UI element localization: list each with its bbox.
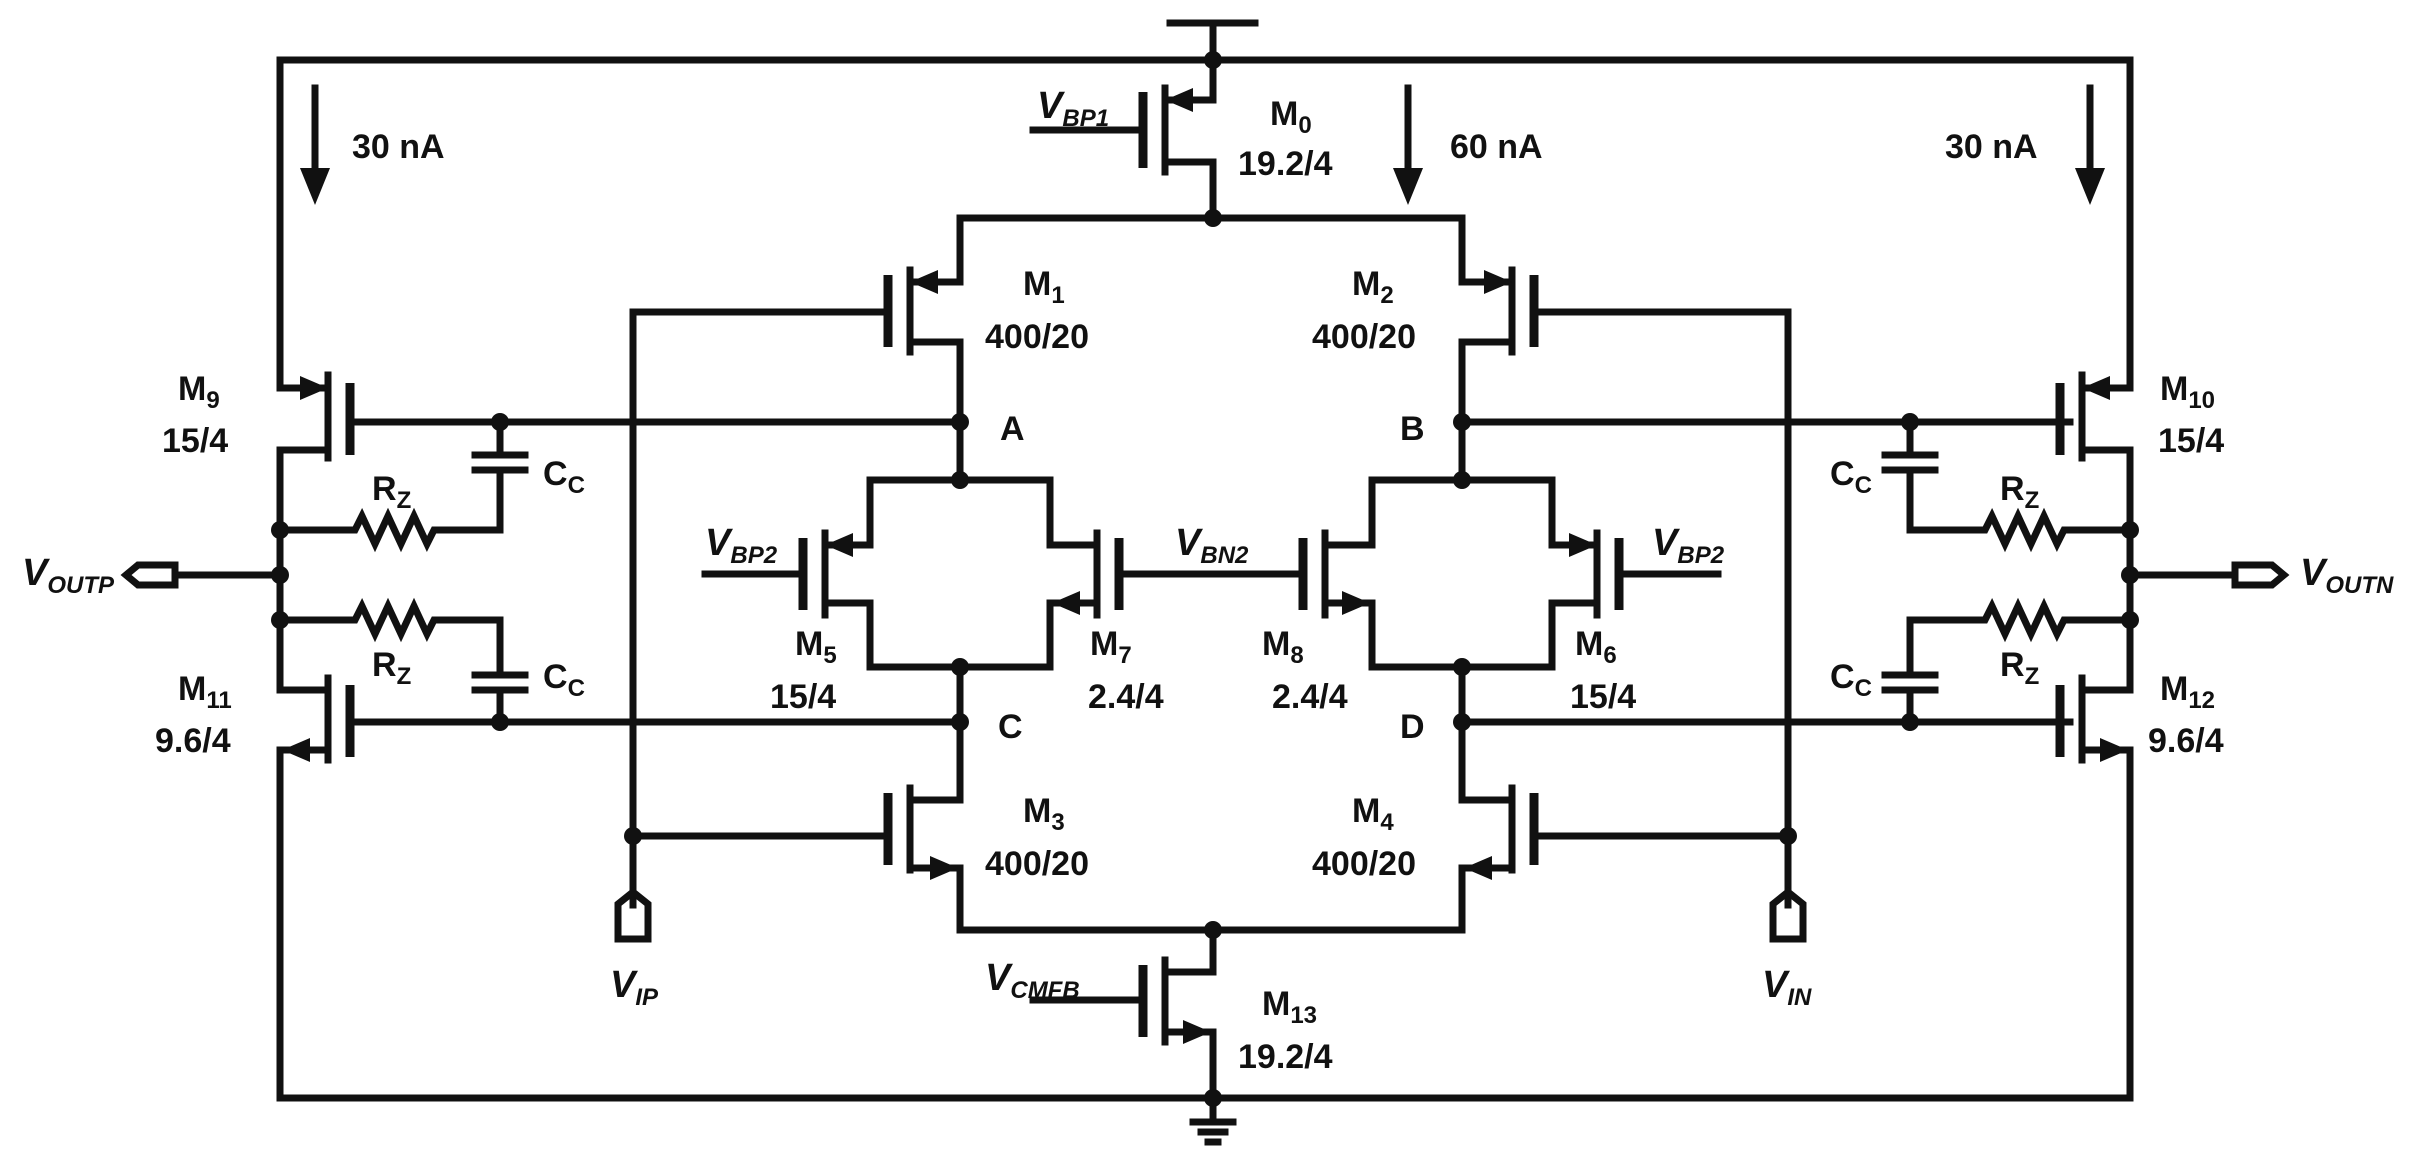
m3-label: M3	[1023, 792, 1065, 836]
current-center: 60 nA	[1450, 128, 1543, 166]
cc-top-right	[1881, 418, 1939, 534]
m12-label: M12	[2160, 670, 2215, 714]
voutp-port	[120, 561, 179, 589]
m3-size: 400/20	[985, 845, 1089, 883]
current-arrow-left	[300, 84, 330, 205]
rz-top-left-label: RZ	[372, 470, 411, 514]
m12-size: 9.6/4	[2148, 722, 2224, 760]
current-left: 30 nA	[352, 128, 445, 166]
cc-bottom-right	[1881, 616, 1939, 726]
cc-bottom-left-label: CC	[543, 658, 585, 702]
transistor-m12	[2055, 674, 2134, 764]
rz-bottom-left	[276, 597, 504, 643]
voutp-label: VOUTP	[22, 552, 115, 599]
vbn2-label: VBN2	[1175, 522, 1249, 569]
node-b-label: B	[1400, 410, 1425, 448]
m0-size: 19.2/4	[1238, 145, 1333, 183]
cc-bottom-left	[471, 616, 529, 726]
transistor-m1	[883, 254, 964, 426]
node-c-label: C	[998, 708, 1023, 746]
voutn-label: VOUTN	[2300, 552, 2394, 599]
rz-top-right-label: RZ	[2000, 470, 2039, 514]
transistor-m2	[1458, 254, 1539, 426]
vin-label: VIN	[1762, 964, 1812, 1011]
ground-rail	[276, 746, 2134, 1146]
rz-top-right	[1906, 507, 2134, 553]
transistor-m3	[629, 784, 964, 934]
vcmfb-label: VCMFB	[985, 957, 1080, 1004]
m13-size: 19.2/4	[1238, 1038, 1333, 1076]
voutn-port	[2231, 561, 2290, 589]
m5-label: M5	[795, 625, 837, 669]
m13-label: M13	[1262, 985, 1317, 1029]
current-arrow-right	[2075, 84, 2105, 205]
cc-top-right-label: CC	[1830, 455, 1872, 499]
rz-bottom-left-label: RZ	[372, 646, 411, 690]
transistor-m13	[1029, 926, 1217, 1102]
m1-size: 400/20	[985, 318, 1089, 356]
rz-bottom-right-label: RZ	[2000, 646, 2039, 690]
m9-size: 15/4	[162, 422, 228, 460]
vbp1-label: VBP1	[1037, 85, 1109, 132]
transistor-m10	[2055, 254, 2134, 694]
m4-label: M4	[1352, 792, 1394, 836]
m11-label: M11	[178, 670, 232, 714]
m2-label: M2	[1352, 265, 1394, 309]
m6-label: M6	[1575, 625, 1617, 669]
transistor-m11	[276, 674, 355, 764]
vip-label: VIP	[610, 964, 659, 1011]
cc-bottom-right-label: CC	[1830, 658, 1872, 702]
vin-port	[1769, 887, 1807, 943]
m11-size: 9.6/4	[155, 722, 231, 760]
vbp2-left-label: VBP2	[705, 522, 778, 569]
m5-size: 15/4	[770, 678, 836, 716]
m0-label: M0	[1270, 95, 1312, 139]
transistor-m6	[1548, 529, 1722, 671]
node-d-label: D	[1400, 708, 1425, 746]
transistor-m9	[276, 254, 355, 694]
m7-size: 2.4/4	[1088, 678, 1164, 716]
m10-label: M10	[2160, 370, 2215, 414]
m8-label: M8	[1262, 625, 1304, 669]
m2-size: 400/20	[1312, 318, 1416, 356]
transistor-m8	[1298, 529, 1376, 671]
m6-size: 15/4	[1570, 678, 1636, 716]
m9-label: M9	[178, 370, 220, 414]
transistor-m4	[1458, 784, 1792, 934]
current-right: 30 nA	[1945, 128, 2038, 166]
m10-size: 15/4	[2158, 422, 2224, 460]
cc-top-left-label: CC	[543, 455, 585, 499]
transistor-m0	[1029, 56, 1217, 222]
m7-label: M7	[1090, 625, 1132, 669]
rz-bottom-right	[1906, 597, 2134, 643]
rz-top-left	[276, 507, 504, 553]
node-a-label: A	[1000, 410, 1025, 448]
m4-size: 400/20	[1312, 845, 1416, 883]
m1-label: M1	[1023, 265, 1065, 309]
current-arrow-center	[1393, 84, 1423, 205]
vip-gate-wire	[629, 308, 892, 909]
vin-gate-wire	[1530, 308, 1792, 909]
vbp2-right-label: VBP2	[1652, 522, 1725, 569]
transistor-m5	[701, 529, 874, 671]
vip-port	[614, 887, 652, 943]
cc-top-left	[471, 418, 529, 534]
m8-size: 2.4/4	[1272, 678, 1348, 716]
